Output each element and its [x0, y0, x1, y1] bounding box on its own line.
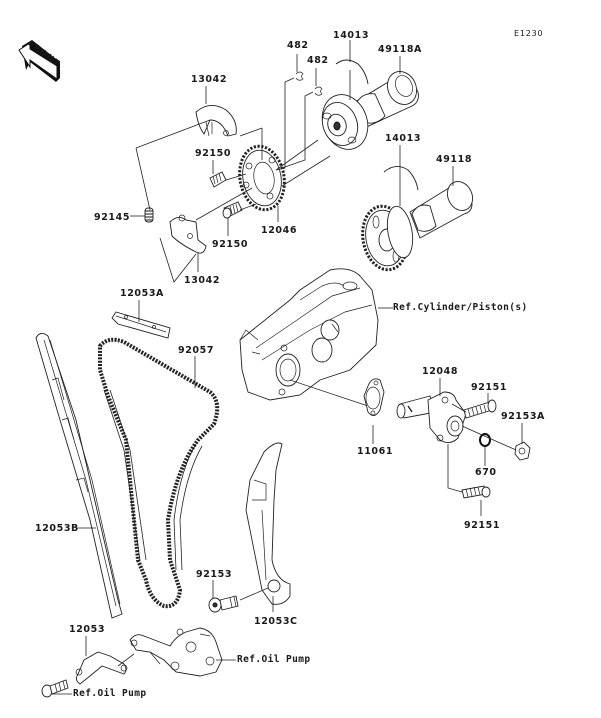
part-label-12053c[interactable]: 12053C — [254, 616, 298, 627]
part-label-92151[interactable]: 92151 — [471, 382, 508, 393]
ref-oil-pump[interactable]: Ref.Oil Pump — [73, 688, 147, 699]
part-label-13042[interactable]: 13042 — [184, 275, 221, 286]
spring-92145 — [144, 207, 154, 223]
part-label-670[interactable]: 670 — [475, 467, 497, 478]
timing-chain — [98, 337, 220, 609]
leader-lines — [52, 40, 523, 695]
part-label-92150[interactable]: 92150 — [212, 239, 249, 250]
part-label-11061[interactable]: 11061 — [357, 446, 394, 457]
bolt-92151-upper — [463, 399, 497, 419]
part-label-12053[interactable]: 12053 — [69, 624, 106, 635]
oil-pump — [129, 627, 223, 677]
bolt-92150-upper — [209, 171, 227, 188]
bolt-92150-lower — [222, 201, 243, 219]
part-label-49118[interactable]: 49118 — [436, 154, 473, 165]
chain-guide-12053b — [35, 333, 123, 619]
part-label-12053a[interactable]: 12053A — [120, 288, 165, 299]
part-label-12048[interactable]: 12048 — [422, 366, 459, 377]
part-label-92145[interactable]: 92145 — [94, 212, 131, 223]
camshaft-intake — [361, 181, 474, 272]
part-label-12046[interactable]: 12046 — [261, 225, 298, 236]
part-label-92151[interactable]: 92151 — [464, 520, 501, 531]
ref-cylinder-piston[interactable]: Ref.Cylinder/Piston(s) — [393, 302, 528, 313]
part-label-92153a[interactable]: 92153A — [501, 411, 546, 422]
decomp-weight-lower — [169, 214, 207, 254]
part-label-92150[interactable]: 92150 — [195, 148, 232, 159]
chain-tensioner — [396, 391, 467, 443]
bolt-92151-lower — [461, 485, 491, 499]
circlip-482b — [314, 86, 323, 96]
oil-pump-bolt — [41, 679, 69, 698]
part-label-92057[interactable]: 92057 — [178, 345, 215, 356]
bracket-12053 — [75, 651, 128, 685]
part-label-12053b[interactable]: 12053B — [35, 523, 79, 534]
diagram-code: E1230 — [514, 29, 544, 38]
part-label-14013[interactable]: 14013 — [333, 30, 370, 41]
chain-guide-12053a — [111, 311, 171, 339]
part-label-13042[interactable]: 13042 — [191, 74, 228, 85]
part-label-14013[interactable]: 14013 — [385, 133, 422, 144]
half-ring-top — [335, 59, 369, 85]
part-label-92153[interactable]: 92153 — [196, 569, 233, 580]
gasket-11061 — [363, 378, 385, 416]
cylinder-head — [239, 268, 381, 411]
part-label-49118a[interactable]: 49118A — [378, 44, 423, 55]
nut-92153a — [514, 441, 531, 461]
bolt-92153 — [208, 595, 239, 613]
ref-oil-pump[interactable]: Ref.Oil Pump — [237, 654, 311, 665]
part-label-482[interactable]: 482 — [287, 40, 309, 51]
circlip-482a — [295, 71, 304, 81]
part-label-482[interactable]: 482 — [307, 55, 329, 66]
camshaft-exhaust — [321, 71, 419, 150]
front-arrow-icon — [18, 40, 60, 82]
decomp-weight-top — [195, 105, 237, 137]
half-ring-lower — [383, 166, 419, 191]
cam-sprocket — [238, 144, 286, 212]
chain-guide-12053c — [245, 442, 291, 605]
